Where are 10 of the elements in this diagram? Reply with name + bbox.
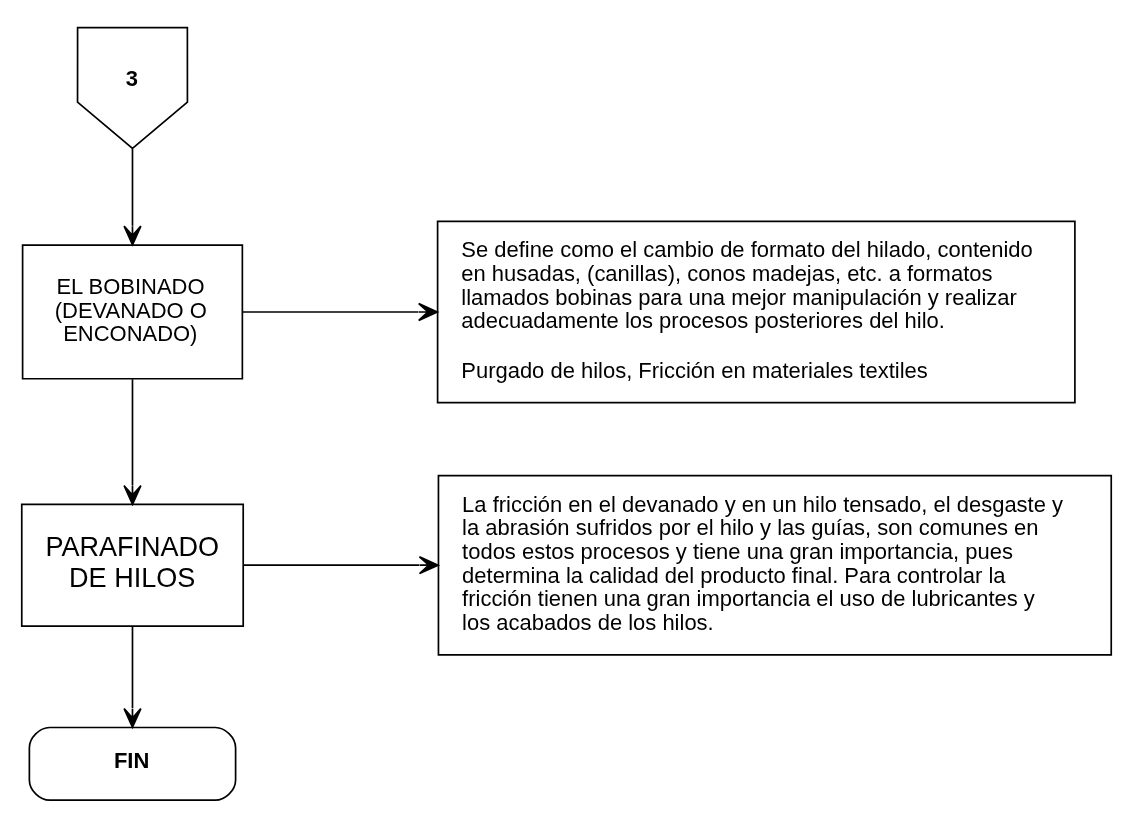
node-box: FIN — [28, 726, 237, 802]
node-box: EL BOBINADO (DEVANADO O ENCONADO) — [21, 244, 244, 380]
arrow — [123, 625, 142, 729]
node-box: La fricción en el devanado y en un hilo tensado, el desgaste y la abrasión sufridos por el hilo y las guías, son comunes en todos estos procesos y tiene una gran importancia, pues determina la calidad del producto final. Para controlar la fricción tienen una gran importancia el uso de lubricantes y los acabados de los hilos. — [437, 474, 1113, 656]
node-box: Se define como el cambio de formato del hilado, contenido en husadas, (canillas), conos madejas, etc. a formatos llamados bobinas para una mejor manipulación y realizar adecuadamente los procesos posteriores del hilo. Purgado de hilos, Fricción en materiales textiles — [436, 220, 1076, 404]
arrow — [242, 556, 439, 575]
node-box: PARAFINADO DE HILOS — [20, 503, 245, 627]
arrow — [123, 148, 142, 246]
arrow — [123, 378, 142, 506]
arrow — [241, 302, 439, 322]
